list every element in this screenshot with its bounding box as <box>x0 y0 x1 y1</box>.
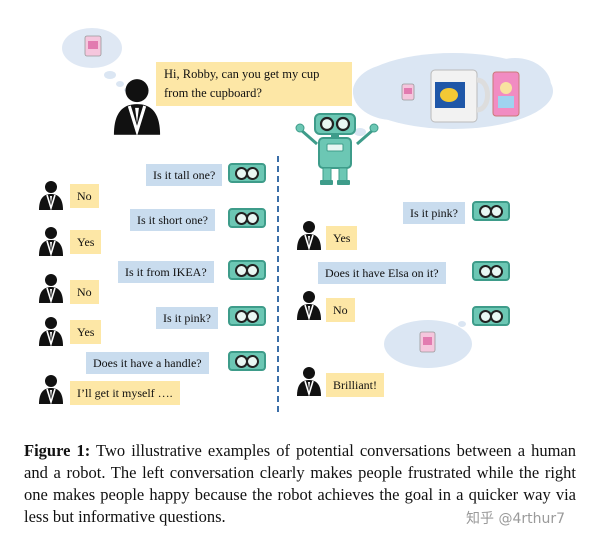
human-answer: Yes <box>70 320 102 344</box>
human-answer: No <box>70 280 99 304</box>
caption-label: Figure 1: <box>24 441 91 460</box>
human-answer: No <box>326 298 355 322</box>
person-icon <box>38 180 64 210</box>
robot-eyes-icon <box>228 306 266 326</box>
cup-icon <box>419 331 436 353</box>
watermark: 知乎 @4rthur7 <box>466 511 566 527</box>
person-icon <box>296 290 322 320</box>
person-icon <box>296 220 322 250</box>
person-icon <box>38 226 64 256</box>
person-icon <box>38 374 64 404</box>
person-icon <box>112 72 162 140</box>
human-answer: Yes <box>70 230 102 254</box>
robot-question: Is it pink? <box>156 307 218 329</box>
human-answer: Yes <box>326 226 358 250</box>
thought-cloud-icon <box>384 320 472 368</box>
human-answer: Brilliant! <box>326 373 384 397</box>
caption-text: Two illustrative examples of potential c… <box>24 441 576 526</box>
cup-icon <box>430 69 490 123</box>
robot-icon <box>295 113 379 185</box>
robot-eyes-icon <box>228 163 266 183</box>
human-answer: No <box>70 184 99 208</box>
robot-question: Does it have a handle? <box>86 352 209 374</box>
person-icon <box>38 273 64 303</box>
robot-eyes-icon <box>472 306 510 326</box>
robot-question: Is it tall one? <box>146 164 223 186</box>
robot-eyes-icon <box>228 260 266 280</box>
robot-question: Is it short one? <box>130 209 215 231</box>
conversation-divider <box>277 156 279 412</box>
robot-question: Is it pink? <box>403 202 465 224</box>
person-icon <box>38 316 64 346</box>
robot-eyes-icon <box>228 351 266 371</box>
cup-icon <box>401 83 415 101</box>
top-speech-bubble: Hi, Robby, can you get my cup from the c… <box>156 62 352 106</box>
thought-cloud-icon <box>353 53 553 136</box>
robot-question: Is it from IKEA? <box>118 261 214 283</box>
cup-icon <box>84 35 102 57</box>
robot-question: Does it have Elsa on it? <box>318 262 446 284</box>
figure-caption: Figure 1: Two illustrative examples of p… <box>24 440 576 528</box>
person-icon <box>296 366 322 396</box>
robot-eyes-icon <box>472 201 510 221</box>
robot-eyes-icon <box>472 261 510 281</box>
cup-icon <box>492 71 520 117</box>
human-answer: I’ll get it myself …. <box>70 381 180 405</box>
robot-eyes-icon <box>228 208 266 228</box>
